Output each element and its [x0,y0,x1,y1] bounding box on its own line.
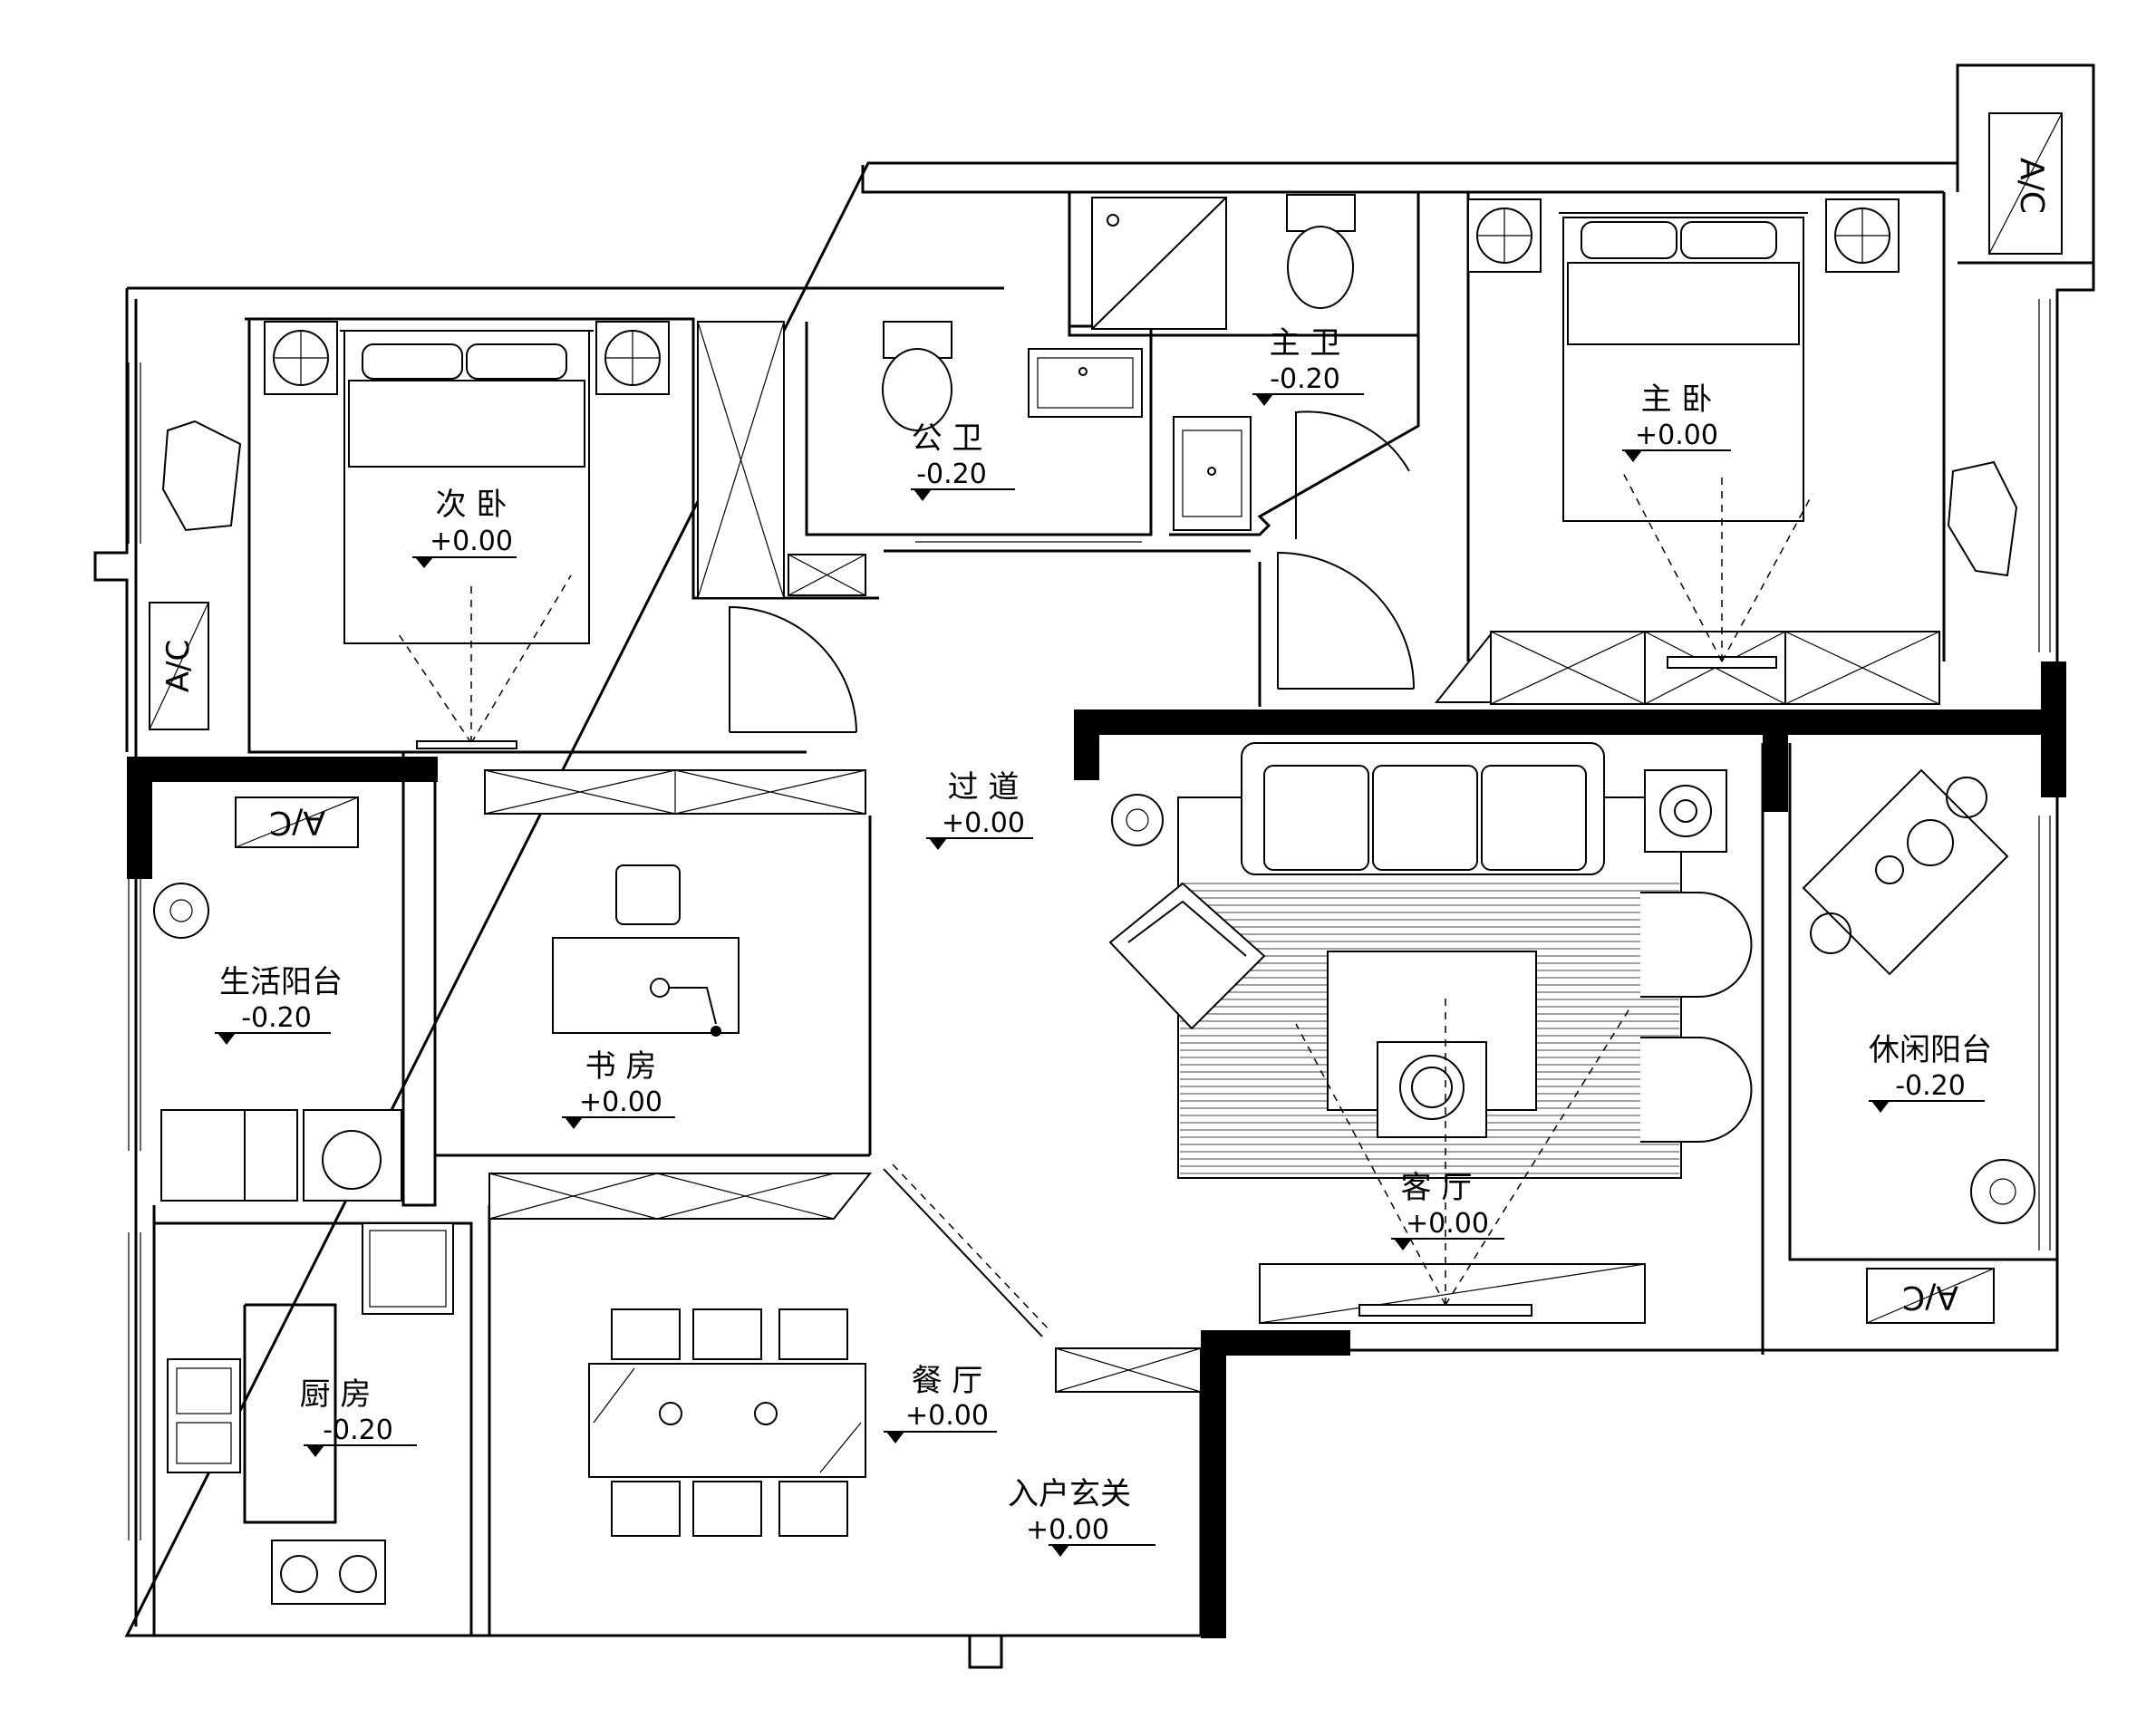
kitchen-sink-icon [167,1358,241,1473]
sofa [1241,742,1605,875]
plant-icon [153,794,2035,1224]
room-label-utility-balcony: 生活阳台 -0.20 [215,964,343,1045]
svg-text:入户玄关: 入户玄关 [1008,1476,1131,1512]
fridge-icon [362,1222,454,1315]
ac-unit-bottom-right: A/C [1866,1268,1995,1324]
ac-unit-utility: A/C [235,796,359,848]
svg-text:+0.00: +0.00 [430,526,513,557]
svg-text:主 卧: 主 卧 [1641,381,1713,418]
svg-text:-0.20: -0.20 [1895,1070,1966,1102]
wardrobe [697,321,866,599]
svg-text:生活阳台: 生活阳台 [219,964,343,1000]
walls [93,63,2095,1669]
svg-text:厨 房: 厨 房 [300,1376,372,1413]
living-tv-unit [1259,997,1646,1324]
room-label-master-bedroom: 主 卧 +0.00 [1622,381,1731,462]
svg-text:+0.00: +0.00 [579,1086,662,1118]
room-label-study: 书 房 +0.00 [562,1048,675,1129]
svg-text:过 道: 过 道 [948,769,1020,806]
lounge-chair [1802,768,2009,976]
level-marker-icon [306,1445,324,1457]
study-desk [552,864,740,1037]
svg-text:+0.00: +0.00 [942,807,1025,839]
level-marker-icon [415,557,433,568]
dining-cabinet [488,1173,873,1220]
level-marker-icon [1624,450,1642,462]
dining-table [588,1308,866,1537]
level-marker-icon [218,1033,236,1045]
sink-icon [1173,416,1252,531]
ac-unit-left: A/C [149,602,209,730]
bedside-lamp-icon [595,321,670,395]
svg-text:+0.00: +0.00 [1406,1208,1489,1240]
ac-unit-top-right: A/C [1988,112,2063,255]
master-wardrobe [1434,470,1940,705]
lounge-cushion-icon [161,420,2018,577]
svg-text:休闲阳台: 休闲阳台 [1869,1032,1992,1068]
svg-text:公 卫: 公 卫 [912,420,983,457]
room-label-leisure-balcony: 休闲阳台 -0.20 [1869,1032,1992,1113]
room-label-master-bathroom: 主 卫 -0.20 [1252,325,1364,406]
level-marker-icon [914,489,932,501]
master-bedroom-bed [1559,212,1808,522]
level-marker-icon [565,1117,583,1129]
room-label-living-room: 客 厅 +0.00 [1391,1170,1504,1250]
room-label-entrance: 入户玄关 +0.00 [1008,1476,1155,1557]
svg-text:A/C: A/C [1902,1279,1958,1316]
level-marker-icon [1255,394,1273,406]
level-marker-icon [929,838,947,850]
svg-text:主 卫: 主 卫 [1270,325,1341,362]
svg-text:-0.20: -0.20 [241,1002,312,1034]
armchair [1108,882,1266,1030]
svg-text:A/C: A/C [2013,158,2050,214]
tv-view-lines [398,574,572,749]
bedside-lamp-icon [264,321,338,395]
svg-text:-0.20: -0.20 [1270,363,1340,395]
bedside-lamp-icon [1467,198,1542,273]
windows [128,299,2051,1540]
side-table-lamp [1644,769,1727,853]
toilet-icon [882,321,952,431]
bedside-lamp-icon [1825,198,1900,273]
svg-text:书 房: 书 房 [585,1048,657,1085]
svg-text:-0.20: -0.20 [916,459,987,490]
svg-text:A/C: A/C [160,640,197,692]
study-cabinet [484,769,866,815]
shower-icon [1091,197,1227,330]
stove-icon [271,1540,386,1605]
level-marker-icon [1051,1545,1069,1557]
room-label-kitchen: 厨 房 -0.20 [300,1376,417,1457]
level-marker-icon [886,1432,904,1443]
level-marker-icon [1871,1101,1890,1113]
room-label-corridor: 过 道 +0.00 [926,769,1033,850]
coffee-table [1327,951,1537,1138]
svg-text:餐 厅: 餐 厅 [912,1363,983,1399]
secondary-bedroom-bed [340,330,594,644]
room-label-public-bathroom: 公 卫 -0.20 [911,420,1015,501]
svg-text:A/C: A/C [269,804,325,841]
shoe-cabinet [883,1163,1202,1393]
svg-text:-0.20: -0.20 [323,1414,393,1446]
sink-icon [1028,348,1143,418]
svg-text:+0.00: +0.00 [1026,1514,1109,1546]
load-bearing-walls [127,661,2066,1638]
svg-text:+0.00: +0.00 [905,1400,989,1432]
accent-chair [1640,892,1753,1143]
level-marker-icon [1394,1239,1412,1250]
toilet-icon [1286,194,1356,309]
washing-machine-icon [160,1109,402,1202]
room-label-secondary-bedroom: 次 卧 +0.00 [412,487,517,568]
svg-text:客 厅: 客 厅 [1401,1170,1473,1206]
svg-text:次 卧: 次 卧 [436,487,508,523]
room-label-dining-room: 餐 厅 +0.00 [884,1363,997,1443]
svg-text:+0.00: +0.00 [1635,420,1718,451]
